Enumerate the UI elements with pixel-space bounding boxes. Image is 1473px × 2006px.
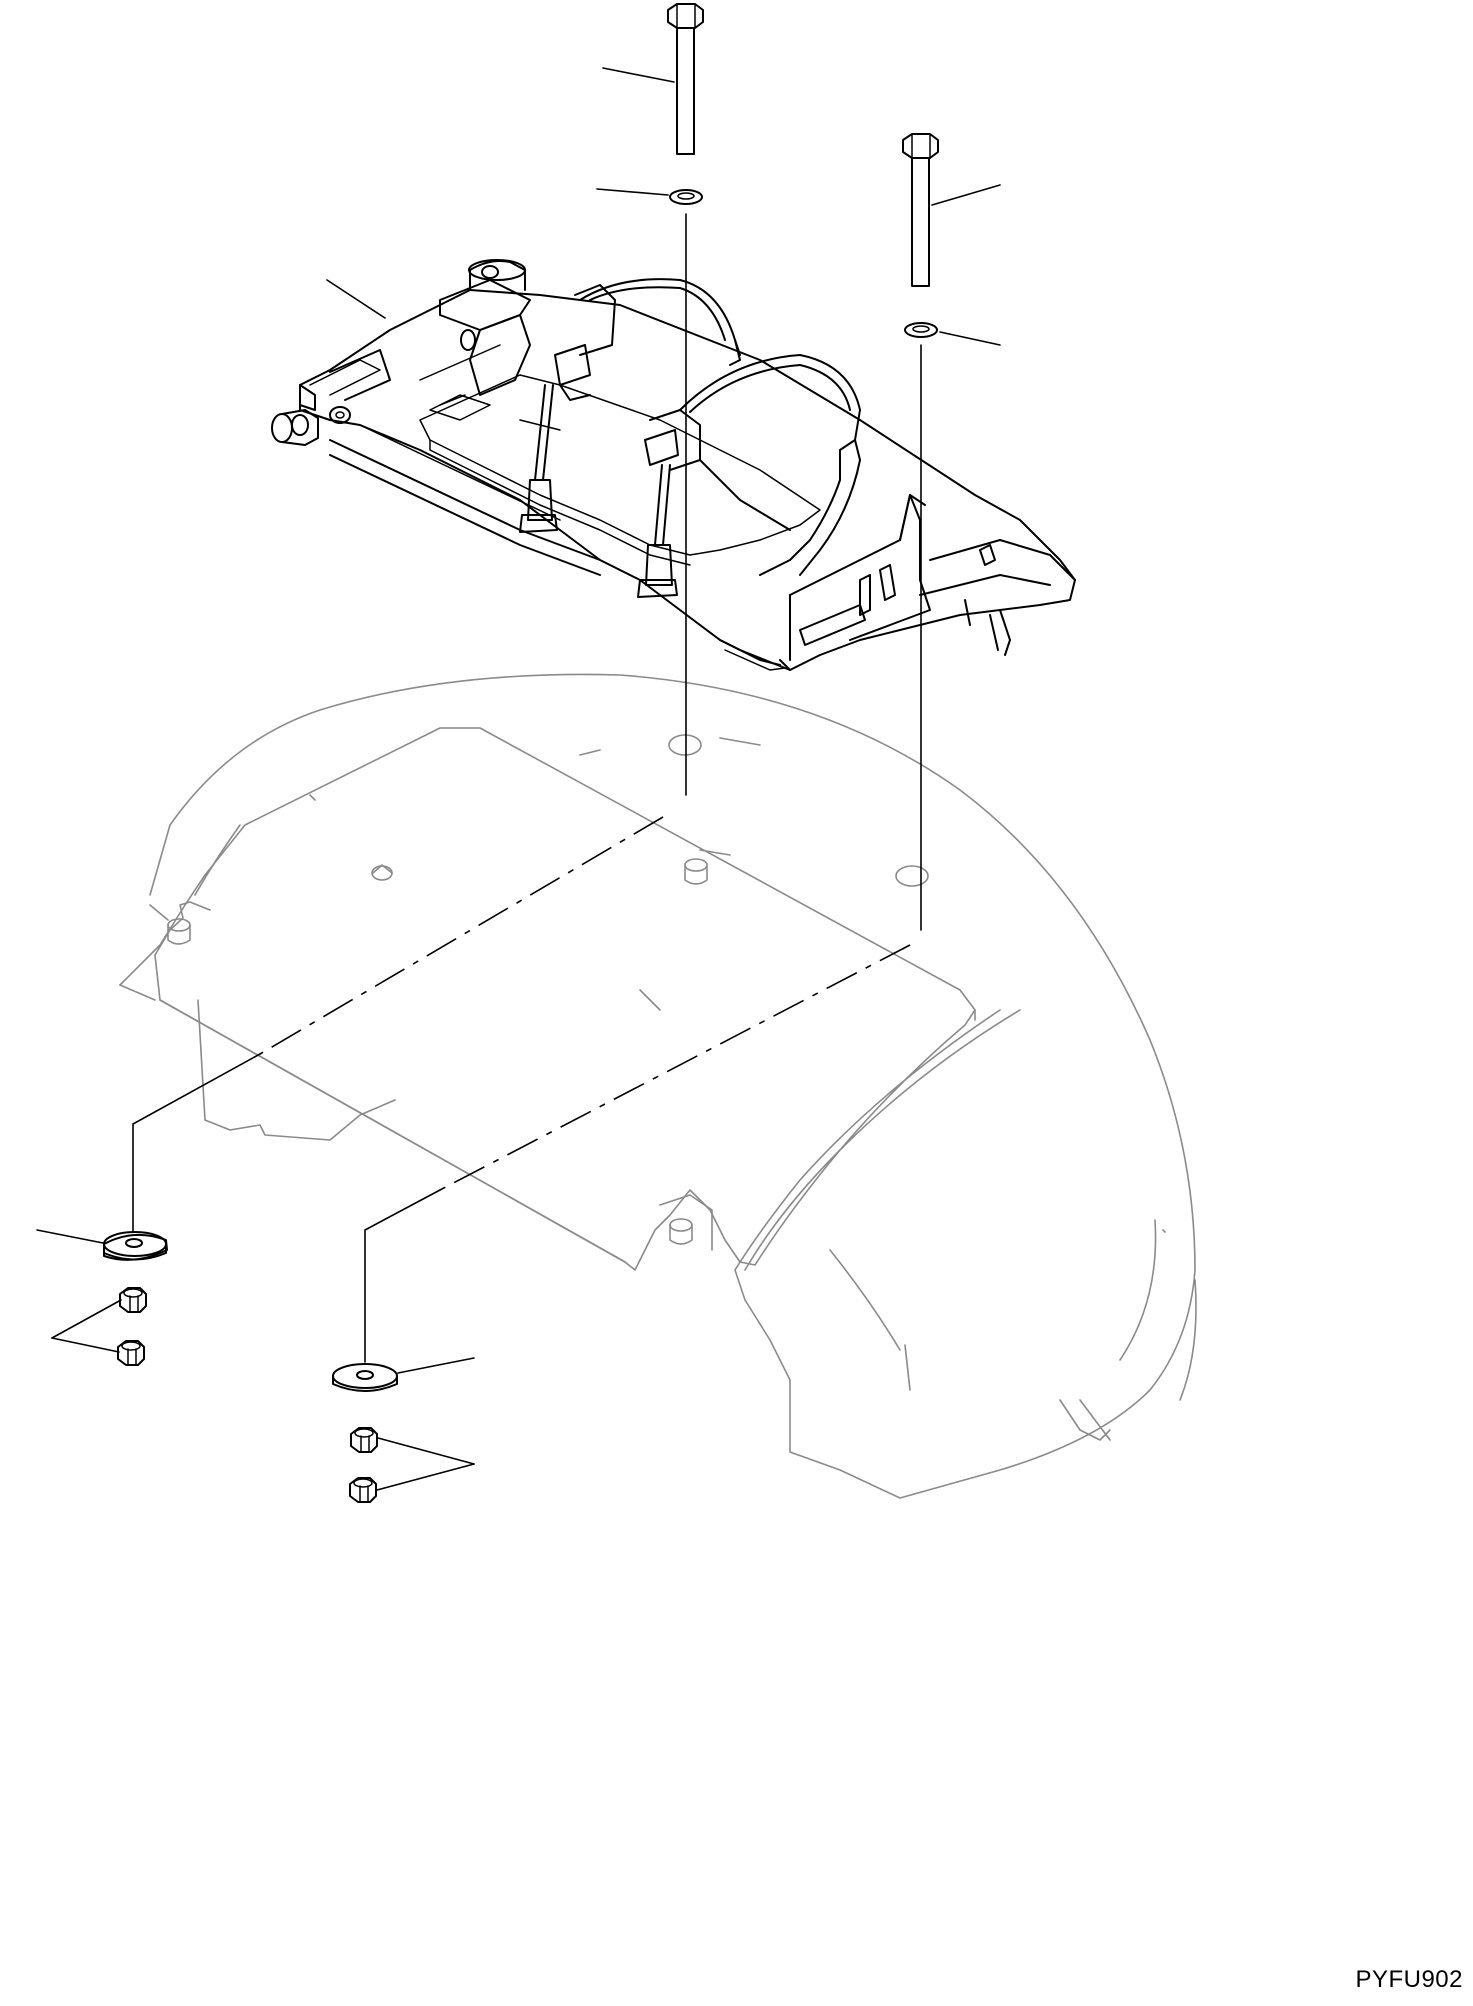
fender-guard [119, 673, 1197, 1499]
hold-down-strap-front [644, 354, 861, 576]
assembly-centerlines [132, 213, 922, 1363]
hex-nut-center-1 [350, 1427, 378, 1453]
hex-nut-center-2 [349, 1477, 377, 1503]
stud-boss-left [167, 918, 191, 945]
mounting-bolt-left [667, 3, 704, 155]
flat-washer-bottom-center [332, 1363, 398, 1392]
hex-nut-left-1 [119, 1287, 147, 1313]
pivot-knob [271, 406, 351, 446]
drawing-reference-code: PYFU902 [1355, 1966, 1463, 1993]
battery-bracket-assembly [271, 259, 1076, 671]
washer-left [669, 189, 703, 205]
callout-leaders [36, 67, 1001, 1491]
stud-boss-center [684, 858, 708, 885]
right-end-frame [789, 494, 931, 661]
hex-nut-left-2 [117, 1340, 145, 1366]
mounting-bolt-right [902, 133, 939, 287]
tie-rods [519, 384, 678, 598]
top-pivot-cylinder [439, 259, 531, 331]
flat-washer-bottom-left [103, 1231, 168, 1261]
washer-right [904, 322, 938, 338]
stud-boss-front [669, 1218, 693, 1245]
right-extension-bracket [919, 539, 1076, 656]
hold-down-strap-rear [554, 278, 741, 401]
